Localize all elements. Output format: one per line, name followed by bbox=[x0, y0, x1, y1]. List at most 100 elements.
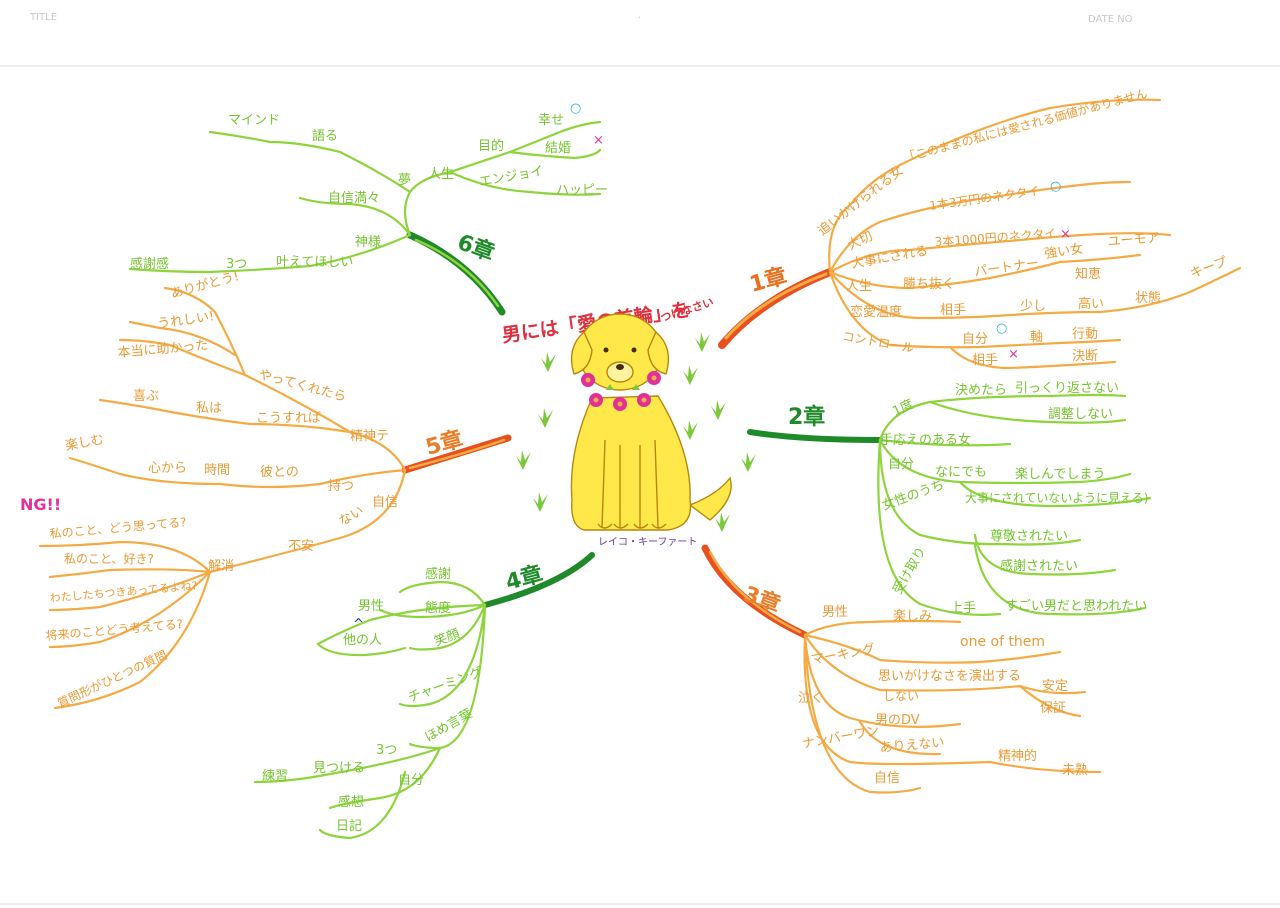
branch-line bbox=[316, 603, 487, 657]
branch-line bbox=[828, 232, 1172, 274]
ch6-label: 目的 bbox=[478, 138, 504, 154]
ch3-label: 未熟 bbox=[1062, 762, 1088, 778]
branch-line bbox=[408, 603, 487, 651]
ch2-label: 調整しない bbox=[1048, 407, 1113, 422]
ch6-label: 語る bbox=[312, 128, 338, 144]
chapter-3-stem-highlight bbox=[708, 550, 802, 634]
ch3-label: しない bbox=[883, 689, 919, 703]
branch-line bbox=[1018, 684, 1087, 695]
ch5-label: 私のこと、好き? bbox=[64, 552, 154, 566]
flower-center bbox=[585, 377, 591, 383]
ch5-label: 時間 bbox=[204, 463, 230, 478]
branch-line bbox=[828, 266, 1242, 320]
ch2-label: 上手 bbox=[950, 601, 976, 616]
ch1-label: 高い bbox=[1078, 296, 1104, 312]
ch1-label: 自分 bbox=[962, 332, 988, 347]
ch4-label: 3つ bbox=[376, 743, 397, 758]
ch6-label: 3つ bbox=[226, 257, 247, 272]
ch6-label: 結婚 bbox=[545, 141, 571, 156]
ch4-label: 男性 bbox=[358, 599, 384, 614]
dog-nose bbox=[616, 364, 624, 370]
dog-illustration bbox=[570, 313, 732, 531]
branch-line bbox=[448, 170, 602, 196]
date-field-label: DATE NO bbox=[1088, 14, 1133, 25]
ch4-label: 感謝 bbox=[425, 566, 451, 582]
ch3-label: 楽しみ bbox=[893, 608, 932, 624]
ch3-label: 精神的 bbox=[998, 748, 1037, 764]
ch4-label: 練習 bbox=[262, 769, 288, 784]
sprout-icon bbox=[541, 352, 556, 372]
ch5-label: 不安 bbox=[288, 539, 314, 554]
ng-label: NG!! bbox=[20, 495, 61, 514]
branch-line bbox=[803, 633, 922, 794]
ch2-label: 感謝されたい bbox=[1000, 558, 1078, 574]
flower-center bbox=[641, 397, 647, 403]
branch-line bbox=[403, 120, 602, 237]
ch3-label: 安定 bbox=[1042, 679, 1068, 694]
ch1-label: 行動 bbox=[1072, 327, 1098, 342]
flower-center bbox=[651, 375, 657, 381]
branch-line bbox=[48, 568, 212, 579]
dog-left-eye bbox=[603, 347, 609, 353]
ch4-label: 自分 bbox=[398, 773, 424, 788]
dog-paws bbox=[597, 523, 667, 529]
dog-muzzle bbox=[606, 361, 634, 383]
chapter-5-stem-highlight bbox=[408, 438, 506, 470]
flower-center bbox=[617, 401, 623, 407]
branch-line bbox=[958, 480, 1152, 508]
branch-line bbox=[803, 619, 962, 637]
ch5-label: 喜ぶ bbox=[133, 389, 159, 404]
branch-line bbox=[253, 746, 442, 784]
ch1-label: 相手 bbox=[940, 303, 966, 318]
ch5-label: 彼との bbox=[260, 465, 299, 480]
chapter-3-branch: 3章 男性 楽しみ one of them マーキング 思いがけなさを演出する … bbox=[701, 544, 1102, 794]
ch5-label: こうすれば bbox=[256, 411, 321, 426]
ch5-label: 自信 bbox=[372, 495, 398, 510]
ch2-label: 楽しんでしまう bbox=[1015, 466, 1105, 482]
ch2-label: 手応えのある女 bbox=[880, 432, 971, 448]
ch2-label: 自分 bbox=[888, 457, 914, 472]
sprout-icon bbox=[538, 408, 553, 428]
dog-left-ear bbox=[570, 330, 593, 375]
branch-line bbox=[1018, 684, 1082, 718]
dog-legs bbox=[601, 439, 659, 529]
branch-line bbox=[128, 233, 412, 274]
branch-line bbox=[48, 570, 212, 612]
ch2-label: 決めたら bbox=[955, 383, 1007, 398]
branch-line bbox=[318, 770, 407, 840]
flower-collar bbox=[581, 371, 661, 411]
branch-line bbox=[163, 286, 407, 472]
cross-mark: × bbox=[593, 133, 604, 148]
dog-body bbox=[570, 395, 692, 531]
branch-line bbox=[858, 720, 942, 756]
chapter-2-title: 2章 bbox=[788, 404, 825, 430]
chapter-2-stem bbox=[747, 429, 883, 443]
ch6-label: 叶えてほしい bbox=[276, 255, 353, 270]
ch6-label: マインド bbox=[228, 113, 280, 128]
chapter-6-stem-highlight bbox=[414, 238, 500, 308]
ch5-label: 精神テ bbox=[350, 429, 389, 444]
cross-mark: × bbox=[1060, 227, 1071, 242]
branch-line bbox=[828, 180, 1132, 274]
sprout-icon bbox=[741, 452, 756, 472]
branch-line bbox=[398, 603, 487, 708]
branch-line bbox=[878, 438, 1132, 485]
ch1-label: 恋愛温度 bbox=[850, 304, 902, 320]
sprout-icon bbox=[683, 365, 698, 385]
ch5-label: 楽しむ bbox=[64, 431, 105, 454]
ch6-label: ハッピー bbox=[556, 183, 608, 198]
branch-line bbox=[948, 345, 1117, 370]
ch6-label: 自信満々 bbox=[328, 191, 380, 206]
ch1-label: 決断 bbox=[1072, 349, 1098, 364]
branch-line bbox=[973, 543, 1147, 616]
ch1-label: 勝ち抜く bbox=[903, 276, 955, 292]
ch5-label: 心から bbox=[148, 461, 187, 476]
ch1-label: ユーモア bbox=[1107, 231, 1160, 250]
branch-line bbox=[118, 338, 247, 377]
ch2-label: すごい男だと思われたい bbox=[1005, 598, 1147, 614]
ch2-label: 尊敬されたい bbox=[990, 528, 1068, 544]
ch1-label: 状態 bbox=[1135, 290, 1161, 306]
ch3-label: ありえない bbox=[879, 735, 945, 756]
ch6-label: 幸せ bbox=[538, 113, 564, 128]
branch-line bbox=[803, 633, 962, 729]
